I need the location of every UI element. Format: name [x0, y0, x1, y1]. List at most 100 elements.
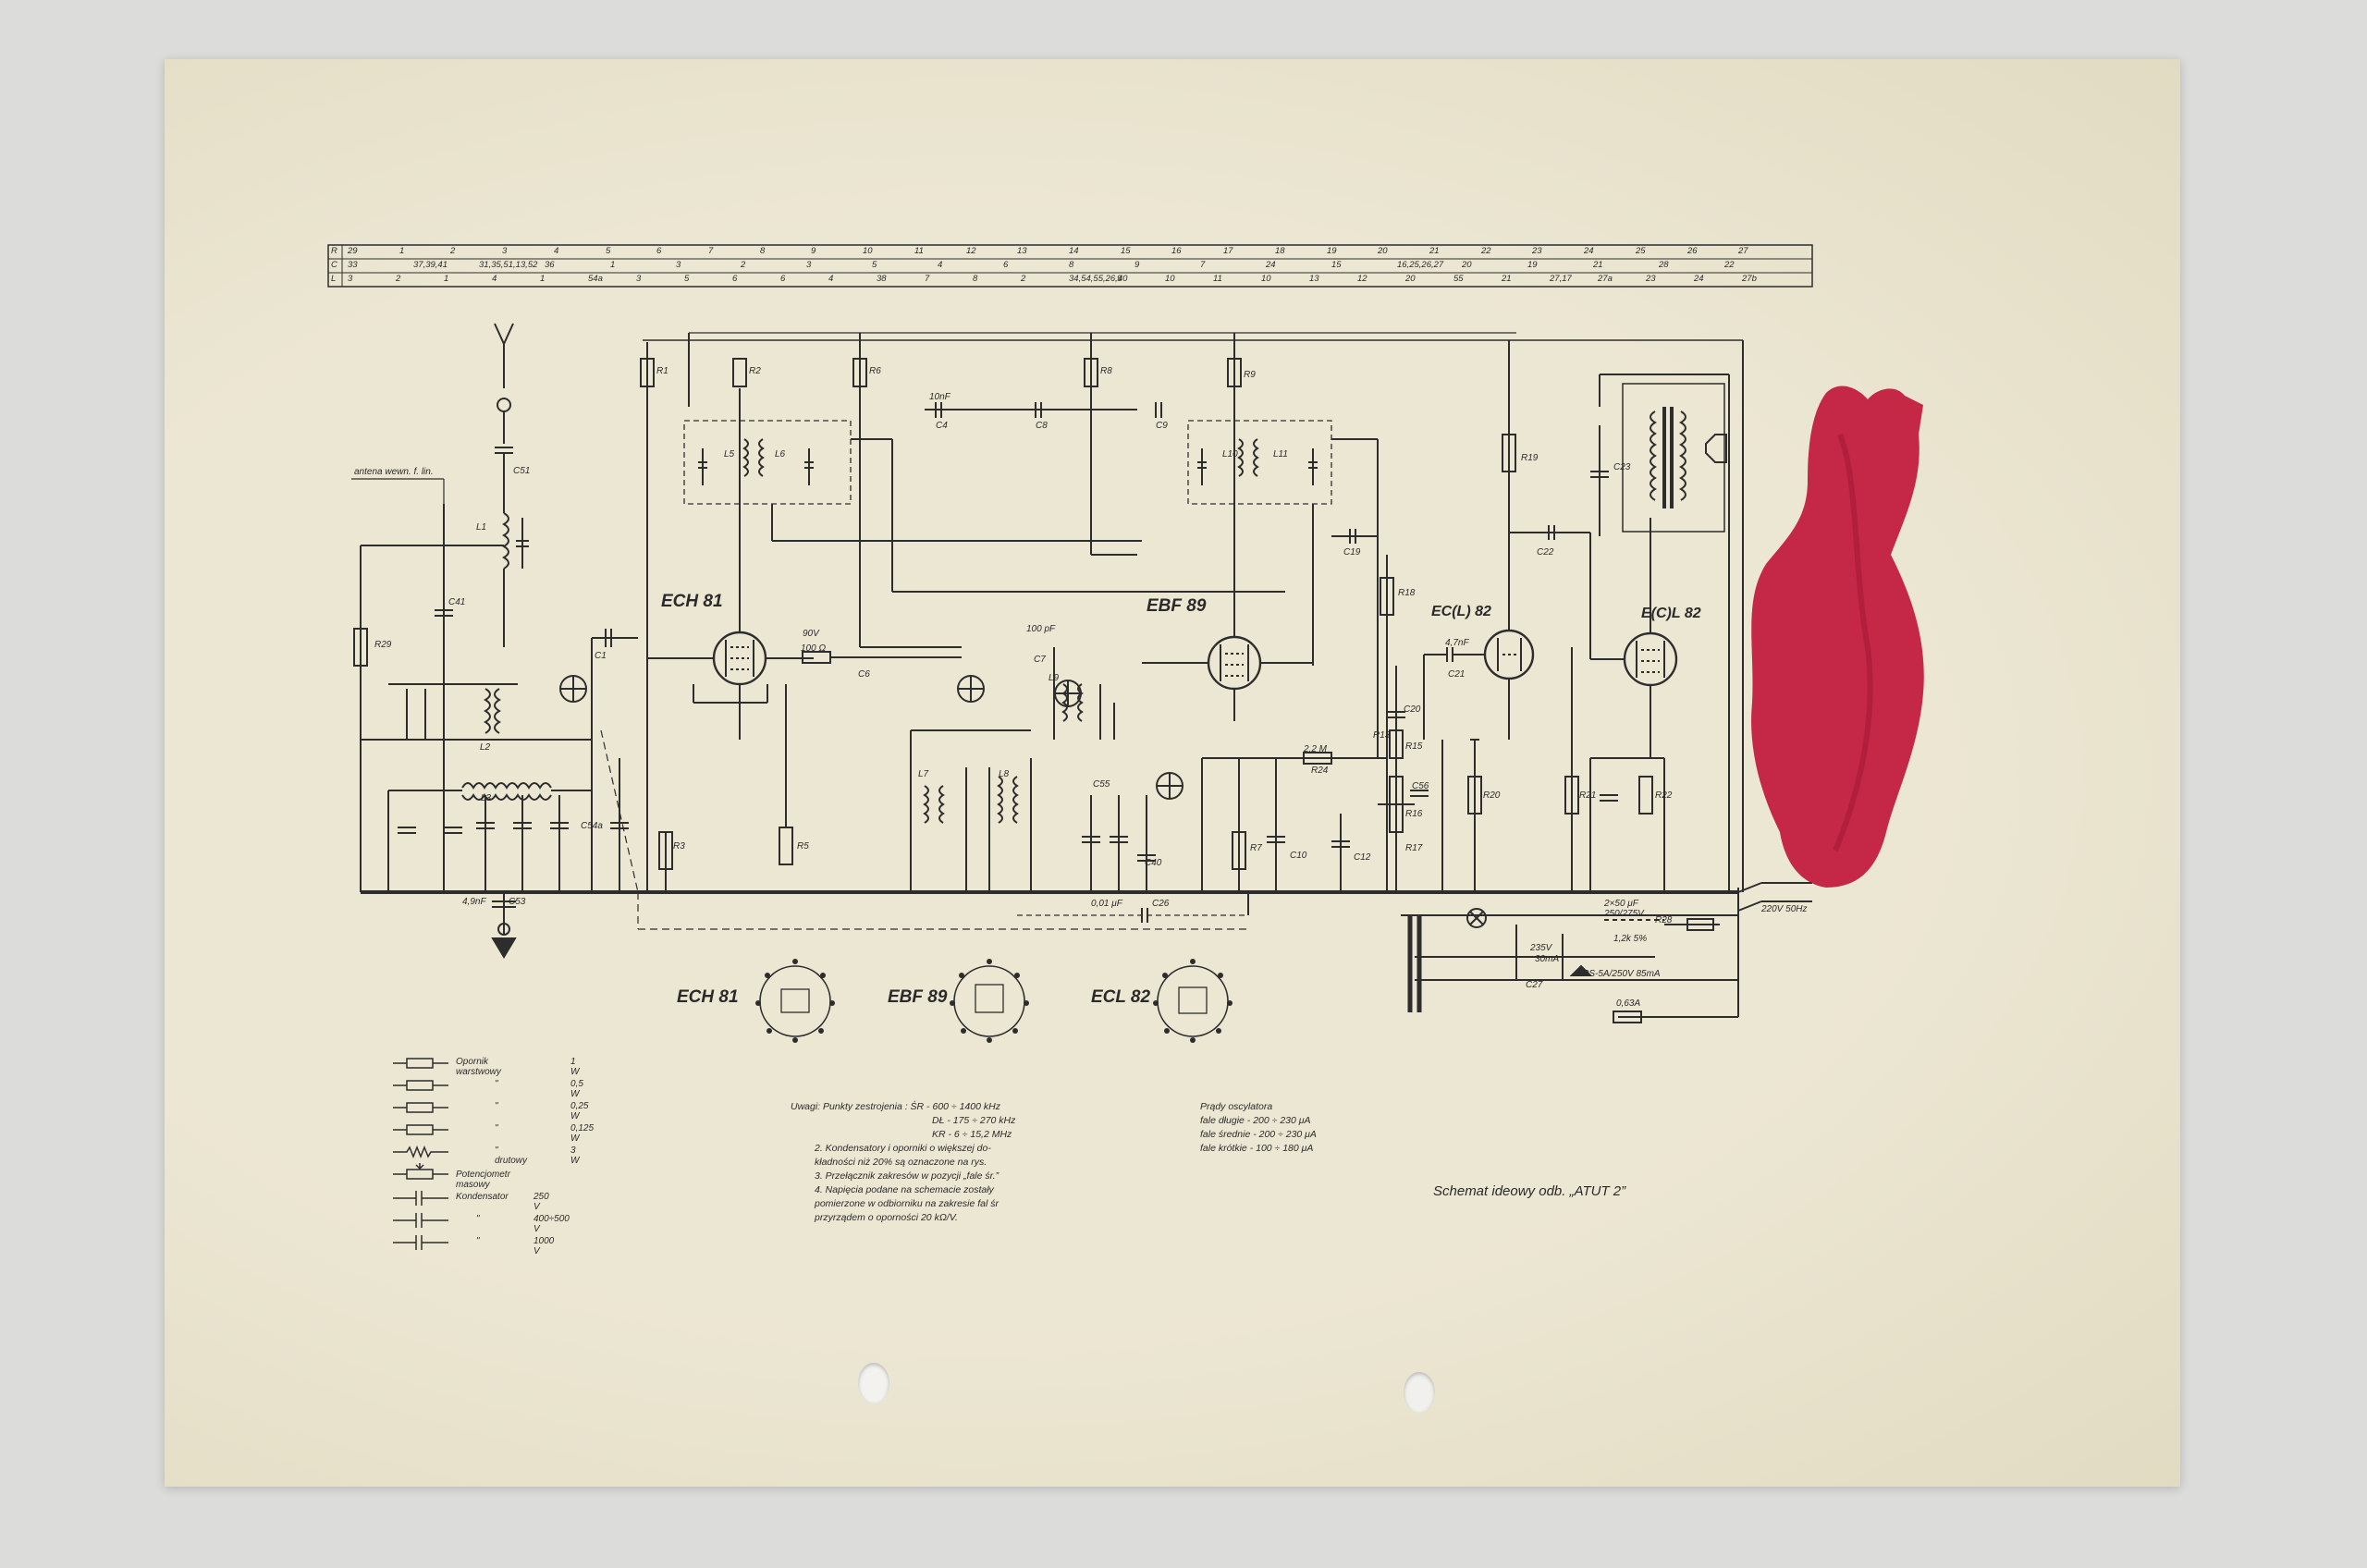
tube-ecl82-pentode-label: E(C)L 82: [1641, 606, 1701, 621]
osc-line: fale średnie - 200 ÷ 230 μA: [1200, 1129, 1317, 1140]
label-30ma: 30mA: [1535, 954, 1560, 964]
ruler-item: 20: [1378, 246, 1388, 256]
label-r15: R15: [1405, 741, 1423, 752]
label-47nf: 4,7nF: [1445, 638, 1469, 648]
note-line: przyrządem o oporności 20 kΩ/V.: [815, 1212, 958, 1223]
label-l10: L10: [1222, 449, 1238, 459]
label-c19: C19: [1343, 547, 1361, 557]
ruler-item: 7: [708, 246, 714, 256]
label-r13: R13: [1373, 730, 1391, 741]
ruler-item: 34,54,55,26,40: [1069, 274, 1128, 284]
label-22m: 2,2 M: [1304, 744, 1328, 754]
label-l8: L8: [999, 769, 1010, 779]
label-c53: C53: [509, 897, 526, 907]
ruler-item: 20: [1405, 274, 1416, 284]
ruler-item: 27: [1738, 246, 1748, 256]
ruler-item: 1: [540, 274, 546, 284]
ruler-item: 21: [1429, 246, 1440, 256]
label-r21: R21: [1579, 790, 1597, 801]
ruler-item: 13: [1017, 246, 1027, 256]
ruler-item: 36: [545, 260, 555, 270]
note-line: kładności niż 20% są oznaczone na rys.: [815, 1157, 987, 1168]
label-l3: L3: [481, 793, 492, 803]
punch-hole-right: [1404, 1372, 1435, 1413]
ruler-item: 24: [1694, 274, 1704, 284]
label-l11: L11: [1273, 449, 1288, 459]
ruler-item: 27a: [1598, 274, 1613, 284]
diagram-caption: Schemat ideowy odb. „ATUT 2”: [1433, 1183, 1626, 1199]
ruler-item: 28: [1659, 260, 1669, 270]
label-l5: L5: [724, 449, 735, 459]
osc-line: Prądy oscylatora: [1200, 1101, 1273, 1112]
ruler-item: 8: [1069, 260, 1074, 270]
label-c12: C12: [1354, 852, 1371, 863]
ruler-item: 22: [1481, 246, 1491, 256]
label-l2: L2: [480, 742, 491, 753]
ruler-item: 29: [348, 246, 358, 256]
ruler-item: 18: [1275, 246, 1285, 256]
label-sps: SPS-5A/250V 85mA: [1576, 969, 1661, 979]
tube-ecl82-triode-label: EC(L) 82: [1431, 604, 1491, 619]
oscillator-currents: Prądy oscylatora fale długie - 200 ÷ 230…: [1200, 1100, 1317, 1156]
red-wax-stain: [1751, 386, 1924, 888]
ruler-item: 24: [1266, 260, 1276, 270]
note-line: 4. Napięcia podane na schemacie zostały: [815, 1184, 994, 1195]
label-r18: R18: [1398, 588, 1416, 598]
ruler-item: 1: [444, 274, 449, 284]
ruler-item: 1: [610, 260, 616, 270]
label-r24: R24: [1311, 766, 1329, 776]
ruler-item: 12: [966, 246, 976, 256]
ruler-item: 33: [348, 260, 358, 270]
label-100ohm: 100 Ω: [801, 643, 827, 654]
ruler-item: 24: [1584, 246, 1594, 256]
ruler-item: 4: [554, 246, 559, 256]
ruler-item: 2: [741, 260, 746, 270]
label-r17: R17: [1405, 843, 1423, 853]
ruler-item: 25: [1636, 246, 1646, 256]
socket-ebf89-label: EBF 89: [888, 987, 948, 1007]
label-c41: C41: [448, 597, 466, 607]
label-r7: R7: [1250, 843, 1262, 853]
antenna-label: antena wewn. f. lin.: [354, 467, 434, 477]
label-r8: R8: [1100, 366, 1112, 376]
ruler-item: 4: [492, 274, 497, 284]
tube-ebf89-label: EBF 89: [1147, 596, 1207, 616]
ruler-item: 27,17: [1550, 274, 1572, 284]
ruler-item: 22: [1724, 260, 1735, 270]
label-220v: 220V 50Hz: [1761, 904, 1808, 914]
label-c8: C8: [1036, 421, 1048, 431]
label-l7: L7: [918, 769, 929, 779]
ruler-item: 19: [1527, 260, 1538, 270]
ruler-item: 2: [450, 246, 456, 256]
ruler-item: 31,35,51,13,52: [479, 260, 538, 270]
label-001uf: 0,01 μF: [1091, 899, 1122, 909]
label-2x50uf: 2×50 μF 250/275V: [1604, 899, 1644, 919]
note-line: 3. Przełącznik zakresów w pozycji „fale …: [815, 1170, 1000, 1182]
label-c26: C26: [1152, 899, 1170, 909]
ruler-item: 37,39,41: [413, 260, 448, 270]
ruler-item: 4: [938, 260, 943, 270]
socket-ech81-label: ECH 81: [677, 987, 739, 1007]
ruler-item: 9: [1117, 274, 1122, 284]
label-c21: C21: [1448, 669, 1466, 680]
ruler-item: 2: [396, 274, 401, 284]
alignment-notes: Uwagi: Punkty zestrojenia : ŚR - 600 ÷ 1…: [791, 1100, 1015, 1225]
ruler-item: 4: [828, 274, 834, 284]
label-r16: R16: [1405, 809, 1423, 819]
label-r5: R5: [797, 841, 809, 851]
label-12k: 1,2k 5%: [1613, 934, 1648, 944]
ruler-item: 10: [863, 246, 873, 256]
label-10nf: 10nF: [929, 392, 950, 402]
ruler-item: 1: [399, 246, 405, 256]
label-49nf: 4,9nF: [462, 897, 486, 907]
ruler-item: 20: [1462, 260, 1472, 270]
label-c20: C20: [1404, 704, 1421, 715]
ruler-item: 3: [348, 274, 353, 284]
ruler-item: 7: [925, 274, 930, 284]
note-line: pomierzone w odbiorniku na zakresie fal …: [815, 1198, 1000, 1209]
label-c27: C27: [1526, 980, 1543, 990]
label-r2: R2: [749, 366, 761, 376]
note-line: KR - 6 ÷ 15,2 MHz: [932, 1129, 1012, 1140]
ruler-item: 7: [1200, 260, 1206, 270]
label-r29: R29: [374, 640, 392, 650]
